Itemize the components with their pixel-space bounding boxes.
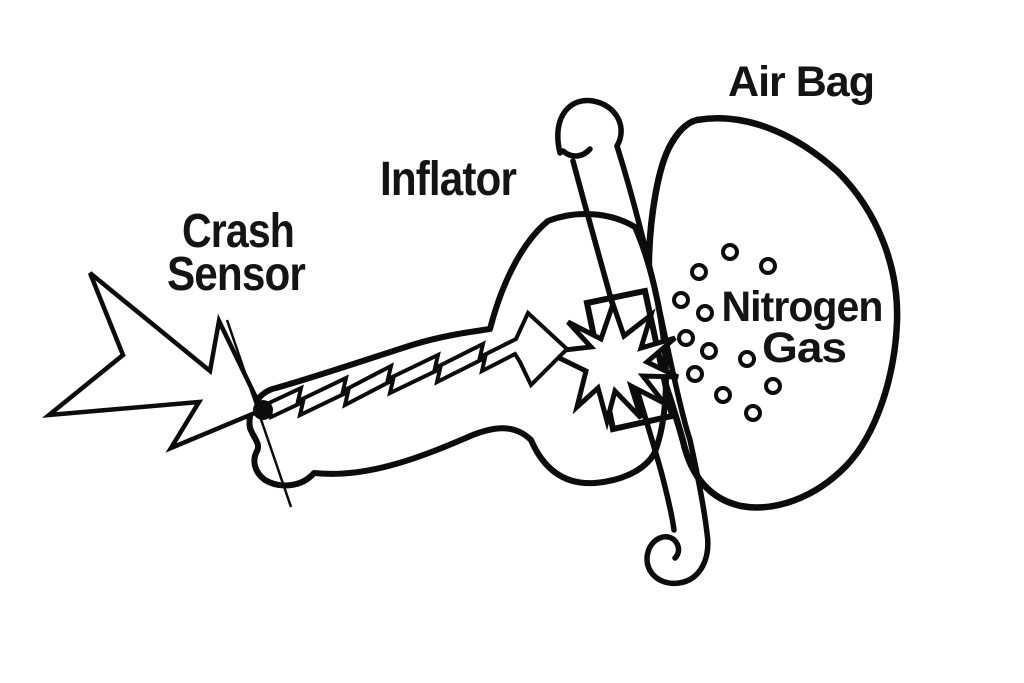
gas-bubbles — [672, 243, 782, 422]
gas-bubble — [764, 377, 782, 395]
crash-impact-arrow — [41, 271, 266, 453]
crash-sensor-dot — [253, 400, 273, 420]
inflator-body — [246, 211, 669, 489]
gas-bubble — [696, 304, 714, 322]
gas-bubble — [744, 404, 762, 422]
label-crash-sensor-line2: Sensor — [167, 248, 305, 301]
gas-bubble — [714, 386, 732, 404]
tube-cap-right-edge-and-curl — [555, 97, 711, 586]
gas-bubble — [759, 257, 777, 275]
gas-bubble — [690, 263, 708, 281]
gas-bubble — [738, 350, 756, 368]
gas-bubble — [677, 329, 695, 347]
label-inflator: Inflator — [380, 153, 516, 206]
gas-bubble — [672, 291, 690, 309]
gas-bubble — [686, 365, 704, 383]
gas-bubble — [721, 243, 739, 261]
signal-zigzag-arrow — [266, 309, 570, 420]
explosion-starburst — [538, 296, 680, 431]
tube-cap-inner-hook — [560, 146, 593, 159]
label-nitrogen-gas-line1: Nitrogen — [722, 283, 883, 331]
gas-bubble — [700, 342, 718, 360]
label-crash-sensor-line1: Crash — [182, 205, 294, 258]
air-bag-outline — [645, 115, 901, 511]
label-air-bag: Air Bag — [728, 58, 874, 106]
label-nitrogen-gas-line2: Gas — [762, 324, 846, 372]
